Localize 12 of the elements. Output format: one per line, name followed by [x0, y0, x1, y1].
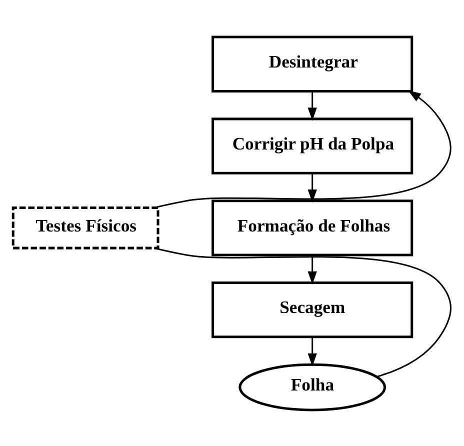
arrow: [308, 336, 317, 366]
arrow: [308, 172, 317, 202]
connector: [154, 246, 452, 378]
node-box: Formação de Folhas: [212, 199, 414, 256]
arrow: [308, 90, 317, 120]
node-box: Secagem: [212, 280, 414, 338]
node-box: Testes Físicos: [12, 206, 160, 249]
arrow: [308, 254, 317, 284]
node-box: Desintegrar: [212, 35, 414, 92]
node-box: Corrigir pH da Polpa: [212, 117, 414, 174]
node-ellipse: Folha: [238, 362, 386, 411]
arrow: [154, 90, 452, 208]
